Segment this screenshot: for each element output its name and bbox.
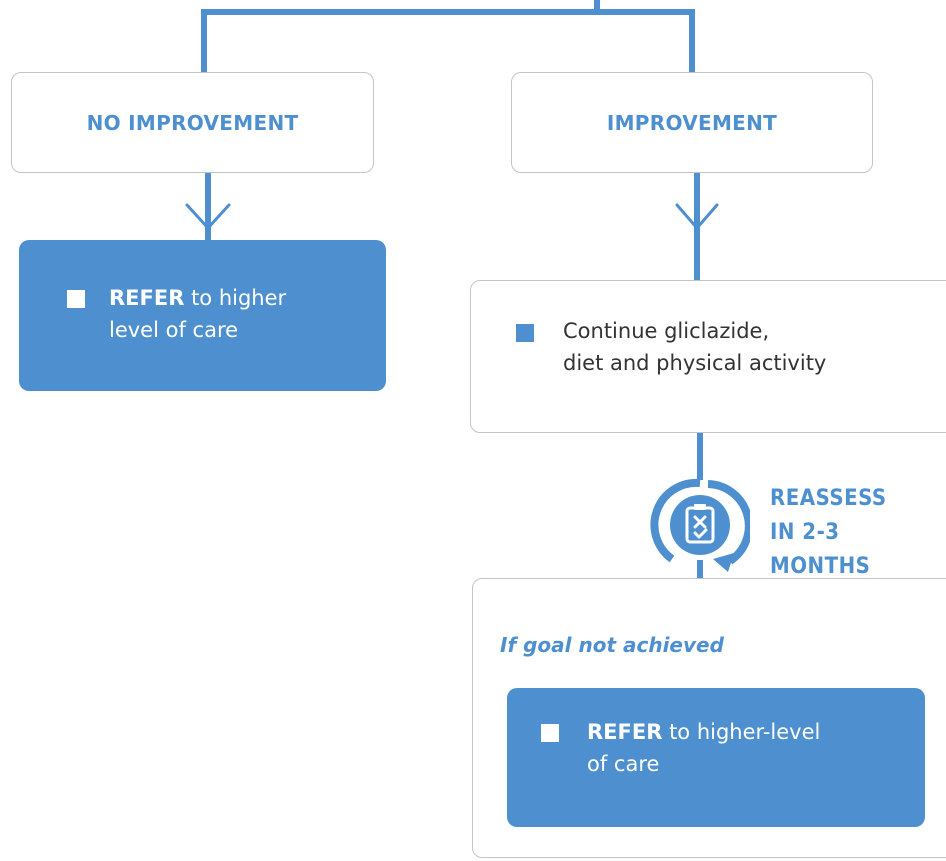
- refer-keyword: REFER: [587, 720, 663, 744]
- clipboard-cycle-icon: [650, 478, 750, 572]
- refer-rest-line1: to higher-level: [662, 720, 821, 744]
- reassess-line2: IN 2-3 MONTHS: [770, 520, 871, 579]
- improvement-box: IMPROVEMENT: [511, 72, 873, 173]
- goal-condition-label: If goal not achieved: [500, 633, 724, 657]
- refer-action-box-left: REFER to higher level of care: [19, 240, 386, 391]
- bullet-square-icon: [516, 324, 534, 342]
- refer-text-left: REFER to higher level of care: [109, 282, 369, 346]
- continue-line2: diet and physical activity: [563, 351, 827, 375]
- refer-text-bottom: REFER to higher-level of care: [587, 716, 907, 780]
- refer-rest-line1: to higher: [184, 286, 287, 310]
- no-improvement-label: NO IMPROVEMENT: [86, 110, 299, 135]
- no-improvement-box: NO IMPROVEMENT: [11, 72, 374, 173]
- bullet-square-icon: [541, 724, 559, 742]
- right-arrow-head: [675, 203, 719, 230]
- reassess-line1: REASSESS: [770, 486, 887, 511]
- continue-treatment-box: Continue gliclazide, diet and physical a…: [470, 280, 946, 433]
- continue-line1: Continue gliclazide,: [563, 319, 770, 343]
- reassess-label: REASSESS IN 2-3 MONTHS: [770, 482, 946, 584]
- improvement-label: IMPROVEMENT: [606, 110, 778, 135]
- bullet-square-icon: [67, 290, 85, 308]
- continue-text: Continue gliclazide, diet and physical a…: [563, 315, 943, 379]
- refer-rest-line2: of care: [587, 752, 660, 776]
- refer-rest-line2: level of care: [109, 318, 239, 342]
- refer-keyword: REFER: [109, 286, 185, 310]
- left-arrow-head: [185, 203, 231, 230]
- refer-action-box-bottom: REFER to higher-level of care: [507, 688, 925, 827]
